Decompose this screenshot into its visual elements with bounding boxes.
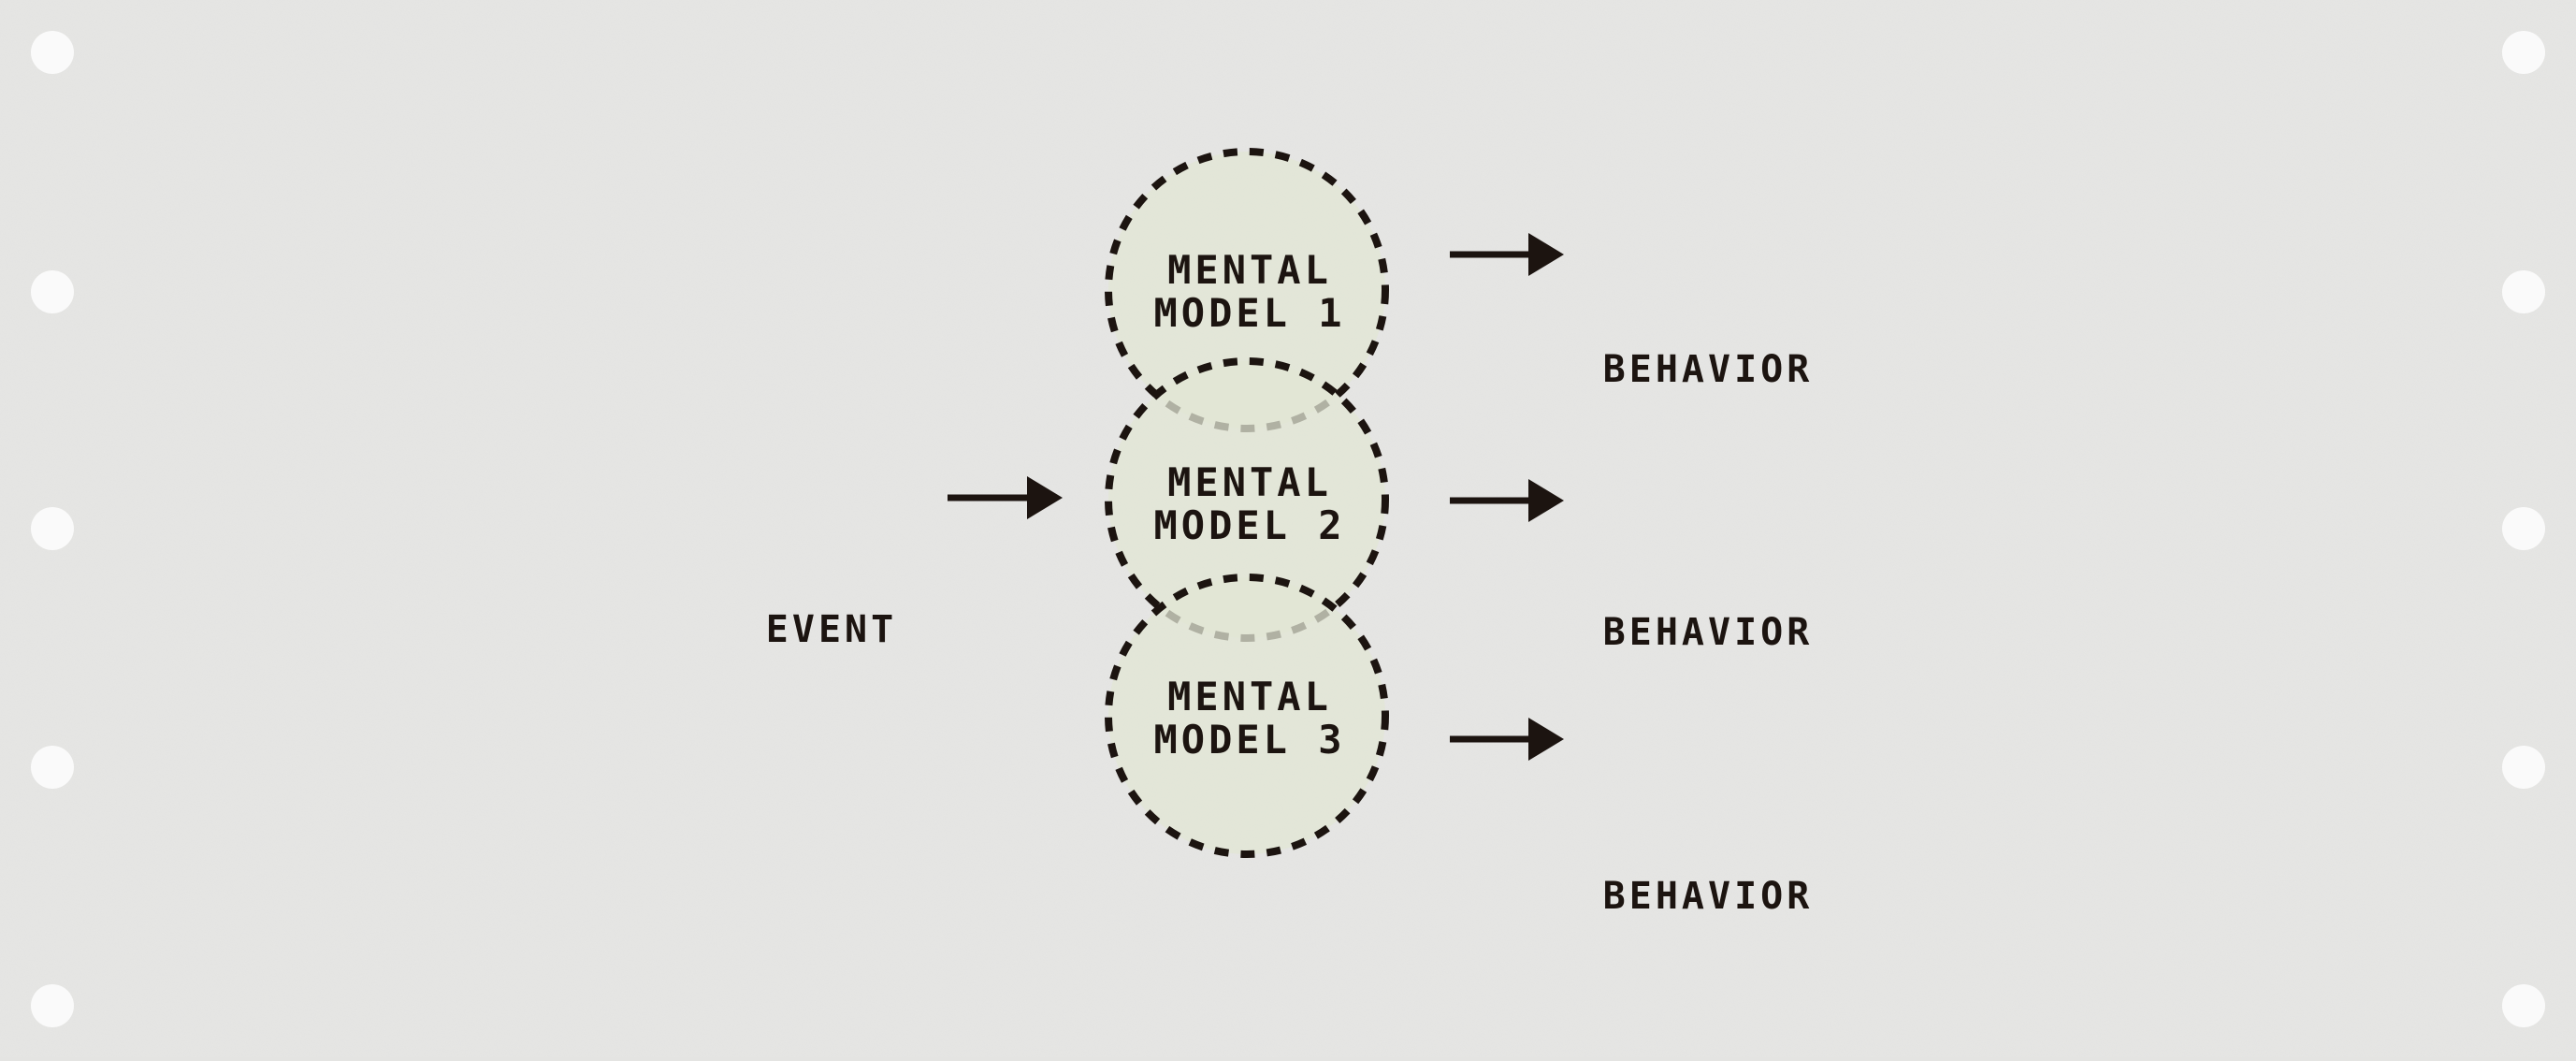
- arrow-event-to-model-2: [948, 476, 1063, 519]
- punch-hole: [2502, 31, 2545, 74]
- mental-model-1-line2: MODEL 1: [1153, 290, 1346, 336]
- mental-model-2-line2: MODEL 2: [1153, 502, 1346, 548]
- punch-hole: [31, 984, 74, 1027]
- punch-hole: [31, 507, 74, 550]
- mental-model-2-label: MENTAL MODEL 2: [1153, 461, 1345, 547]
- mental-model-1-line1: MENTAL: [1167, 247, 1332, 293]
- mental-model-3-label: MENTAL MODEL 3: [1153, 676, 1345, 762]
- arrow-model-2-to-behavior-2: [1450, 479, 1564, 522]
- arrows: [948, 233, 1564, 761]
- mental-model-1-label: MENTAL MODEL 1: [1153, 249, 1345, 335]
- event-label: EVENT: [765, 608, 898, 651]
- arrow-model-1-to-behavior-1: [1450, 233, 1564, 276]
- mental-model-3-circle: [1105, 574, 1389, 858]
- punch-hole: [2502, 507, 2545, 550]
- behavior-node-1: [1621, 154, 1789, 323]
- behavior-3-label: BEHAVIOR: [1602, 875, 1814, 918]
- behavior-node-3: [1621, 678, 1789, 847]
- arrow-model-3-to-behavior-3: [1450, 718, 1564, 761]
- mental-model-2-line1: MENTAL: [1167, 459, 1332, 505]
- mental-model-3-line1: MENTAL: [1167, 674, 1332, 719]
- behavior-2-label: BEHAVIOR: [1602, 611, 1814, 654]
- punch-hole: [31, 746, 74, 789]
- event-node: [745, 412, 914, 580]
- punch-hole: [2502, 984, 2545, 1027]
- mental-model-3-line2: MODEL 3: [1153, 717, 1346, 763]
- behavior-node-2: [1621, 418, 1789, 587]
- punch-hole: [2502, 746, 2545, 789]
- punch-hole: [31, 270, 74, 313]
- punch-hole: [31, 31, 74, 74]
- mental-model-circles: [1105, 148, 1389, 858]
- punch-hole: [2502, 270, 2545, 313]
- behavior-1-label: BEHAVIOR: [1602, 348, 1814, 391]
- punch-holes: [31, 31, 2545, 1027]
